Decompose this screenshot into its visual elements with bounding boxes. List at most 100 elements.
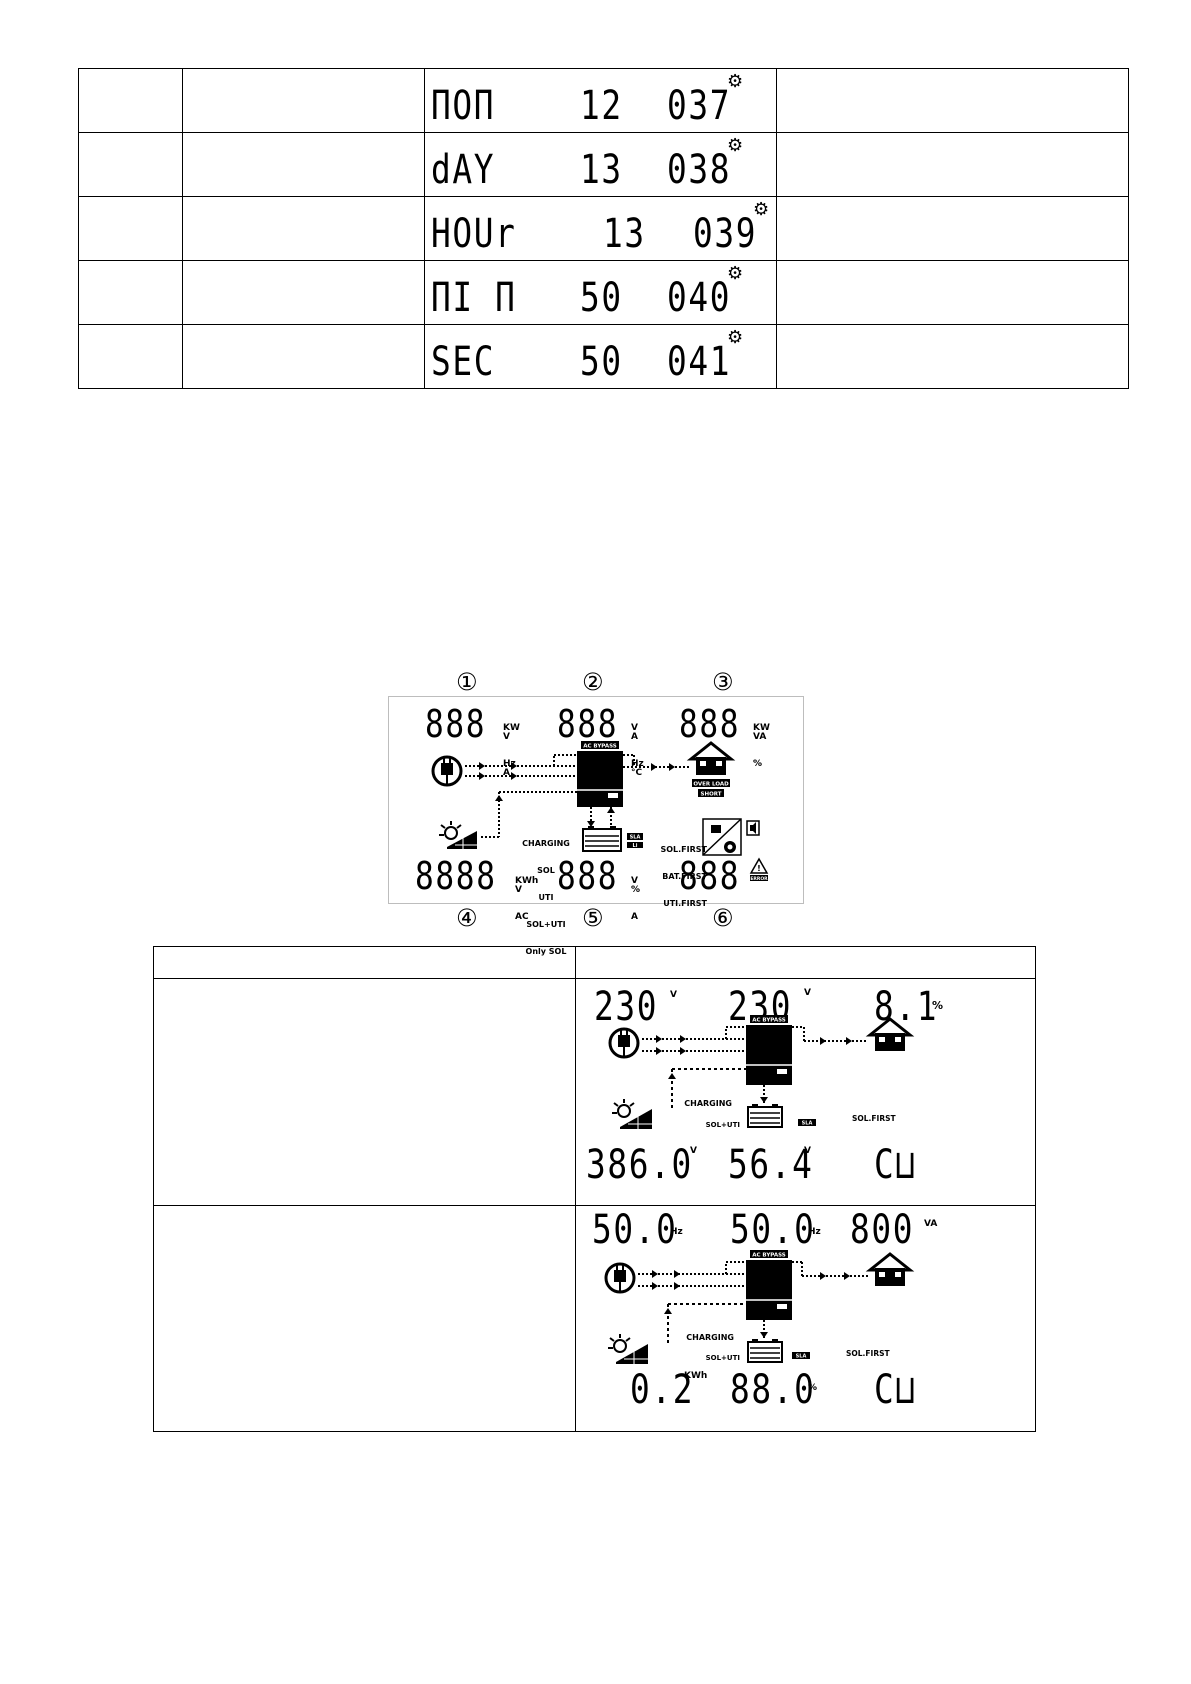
svg-text:SLA: SLA: [802, 1121, 813, 1127]
plug-icon: [604, 1262, 636, 1294]
lcd-display-6: 888: [679, 854, 741, 898]
lcd-value: 50.0: [592, 1207, 678, 1253]
lcd-value: 800: [850, 1207, 915, 1253]
lcd-display-5: 888: [557, 854, 619, 898]
table-row: 230 V 230 V 8.1 % 386.0 V 56.4 V C⊔: [153, 978, 1036, 1206]
lcd-value: C⊔: [874, 1367, 917, 1413]
lcd-value: 56.4: [728, 1142, 814, 1188]
gear-icon: ⚙: [726, 327, 744, 347]
lcd-flow-graphic: AC BYPASS OVER LOAD SHORT: [431, 741, 769, 882]
house-icon: [865, 1252, 915, 1286]
svg-text:Li: Li: [633, 843, 638, 849]
lcd-setting-value: 50: [579, 339, 623, 385]
inverter-icon: [746, 1025, 792, 1085]
lcd-value: 0.2: [630, 1367, 695, 1413]
lcd-display-2: 888: [557, 702, 619, 746]
lcd-setting-value: 50: [579, 275, 623, 321]
lcd-cell: ΠΙ Π 50 040 ⚙: [423, 260, 777, 325]
lcd-value: 88.0: [730, 1367, 816, 1413]
lcd-setting-name: SEC: [430, 339, 496, 385]
plug-icon: [431, 755, 463, 787]
gear-icon: ⚙: [726, 263, 744, 283]
lcd-setting-name: dAY: [430, 147, 496, 193]
battery-icon: [582, 826, 622, 852]
svg-text:SLA: SLA: [630, 835, 641, 841]
table-row: ΠΙ Π 50 040 ⚙: [77, 260, 1130, 325]
solar-panel-icon: [608, 1334, 648, 1364]
svg-text:!: !: [757, 864, 761, 873]
lcd-value: 50.0: [730, 1207, 816, 1253]
lcd-setting-code: 040: [666, 275, 732, 321]
lcd-display-1: 888: [425, 702, 487, 746]
lcd-flow-graphic: AC BYPASS: [604, 1250, 915, 1364]
table-cell: [182, 68, 425, 133]
table-row: SEC 50 041 ⚙: [77, 324, 1130, 389]
lcd-setting-name: ΠΟΠ: [430, 83, 496, 129]
lcd-units-5: V% A: [631, 876, 641, 922]
status-panel-2: 50.0 Hz 50.0 Hz 800 VA 0.2 KWh 88.0 % C⊔: [576, 1206, 1035, 1430]
status-panel-1: 230 V 230 V 8.1 % 386.0 V 56.4 V C⊔: [576, 979, 1035, 1203]
lcd-setting-code: 038: [666, 147, 732, 193]
lcd-flow-graphic: AC BYPASS: [608, 1015, 915, 1129]
svg-text:SOL+UTI: SOL+UTI: [706, 1354, 740, 1362]
table-row: dAY 13 038 ⚙: [77, 132, 1130, 197]
callout-number: ⑤: [582, 904, 604, 932]
lcd-setting-code: 041: [666, 339, 732, 385]
solar-panel-icon: [612, 1099, 652, 1129]
lcd-display-4: 8888: [415, 854, 497, 898]
svg-text:CHARGING: CHARGING: [686, 1333, 734, 1342]
status-table: 230 V 230 V 8.1 % 386.0 V 56.4 V C⊔: [153, 946, 1036, 1432]
battery-icon: [747, 1339, 783, 1363]
plug-icon: [608, 1027, 640, 1059]
priority-labels: SOL.FIRST BAT.FIRST UTI.FIRST: [660, 845, 707, 908]
callout-number: ②: [582, 668, 604, 696]
svg-text:OVER LOAD: OVER LOAD: [693, 782, 729, 788]
priority-icon: [702, 818, 742, 856]
svg-text:SOL.FIRST: SOL.FIRST: [852, 1114, 896, 1123]
lcd-cell: ΠΟΠ 12 037 ⚙: [423, 68, 777, 133]
status-panel-cell: 50.0 Hz 50.0 Hz 800 VA 0.2 KWh 88.0 % C⊔: [575, 1205, 1036, 1432]
inverter-icon: [577, 751, 623, 807]
lcd-value: 230: [594, 984, 659, 1030]
svg-text:SLA: SLA: [796, 1354, 807, 1360]
warning-icon: [749, 857, 769, 874]
svg-text:SOL.FIRST: SOL.FIRST: [846, 1349, 890, 1358]
house-icon: [865, 1017, 915, 1051]
settings-table: ΠΟΠ 12 037 ⚙ dAY 13 038 ⚙ HOUr 13: [77, 68, 1130, 389]
gear-icon: ⚙: [726, 71, 744, 91]
table-header-row: [153, 946, 1036, 979]
lcd-setting-value: 13: [579, 147, 623, 193]
gear-icon: ⚙: [752, 199, 770, 219]
table-cell: [77, 68, 184, 133]
callout-number: ①: [456, 668, 478, 696]
status-panel-cell: 230 V 230 V 8.1 % 386.0 V 56.4 V C⊔: [575, 978, 1036, 1206]
table-row: HOUr 13 039 ⚙: [77, 196, 1130, 261]
lcd-setting-value: 12: [579, 83, 623, 129]
svg-text:ERROR: ERROR: [750, 876, 768, 882]
inverter-icon: [746, 1260, 792, 1320]
svg-text:AC BYPASS: AC BYPASS: [752, 1018, 786, 1024]
svg-text:SHORT: SHORT: [701, 792, 722, 798]
battery-icon: [747, 1104, 783, 1128]
lcd-setting-code: 037: [666, 83, 732, 129]
callout-number: ④: [456, 904, 478, 932]
lcd-setting-name: HOUr: [430, 211, 517, 257]
lcd-value: C⊔: [874, 1142, 917, 1188]
lcd-cell: SEC 50 041 ⚙: [423, 324, 777, 389]
lcd-value: 386.0: [586, 1142, 693, 1188]
svg-text:CHARGING: CHARGING: [684, 1099, 732, 1108]
lcd-value: 8.1: [874, 984, 939, 1030]
lcd-setting-name: ΠΙ Π: [430, 275, 517, 321]
solar-panel-icon: [439, 821, 477, 849]
gear-icon: ⚙: [726, 135, 744, 155]
lcd-display-3: 888: [679, 702, 741, 746]
svg-text:AC BYPASS: AC BYPASS: [583, 744, 617, 750]
callout-number: ⑥: [712, 904, 734, 932]
svg-text:AC BYPASS: AC BYPASS: [752, 1253, 786, 1259]
table-cell: [775, 68, 1130, 133]
